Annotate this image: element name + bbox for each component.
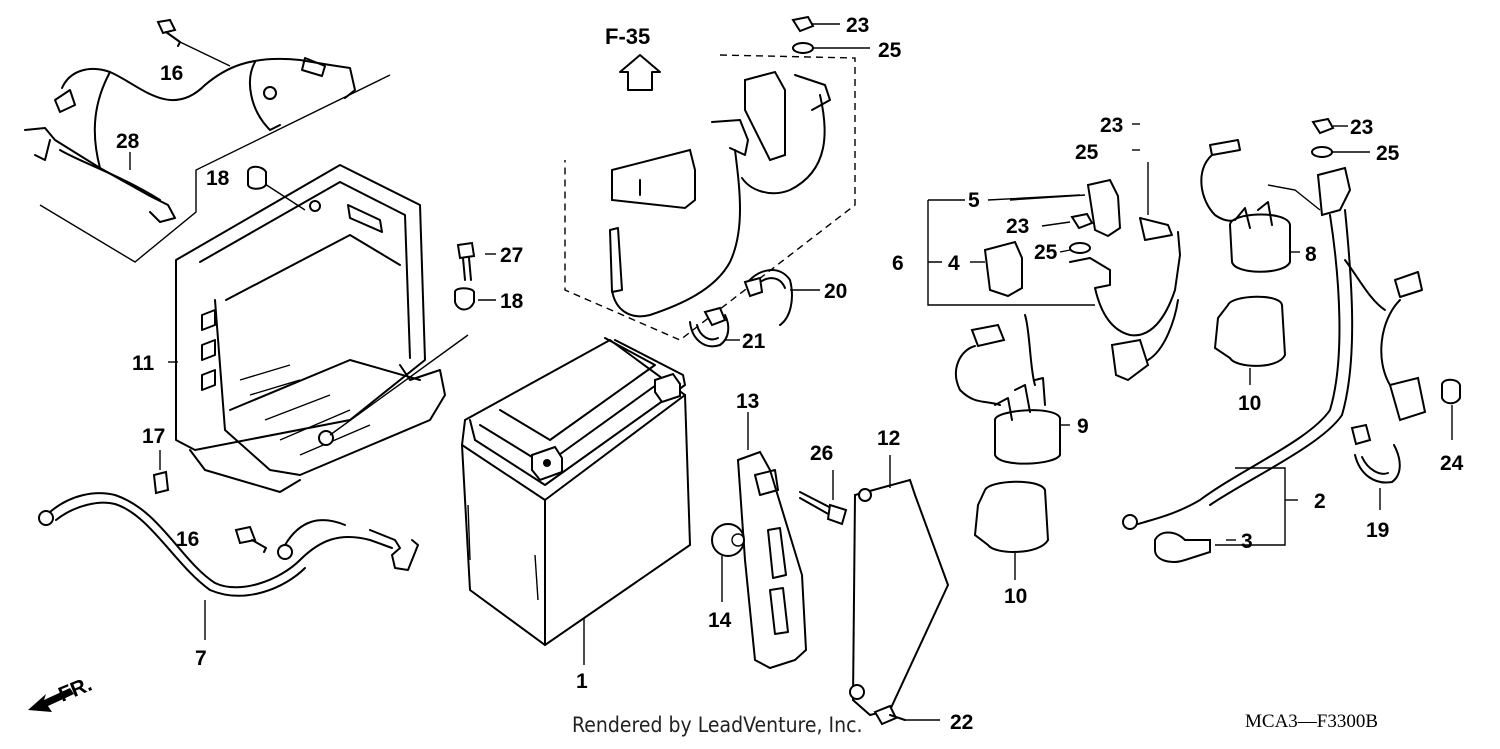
- callout-28: 28: [116, 130, 140, 153]
- relay-cover-10-lower: [973, 480, 1050, 580]
- cable-2: [1122, 166, 1427, 546]
- front-direction-arrow: FR.: [28, 673, 95, 712]
- callout-24: 24: [1440, 452, 1464, 475]
- clip-17: [152, 450, 170, 495]
- clamp-20: [743, 269, 820, 326]
- fref-arrow: [619, 54, 661, 91]
- credit-text: Rendered by LeadVenture, Inc.: [572, 713, 863, 737]
- cap-3: [1154, 531, 1211, 563]
- washer-25-right: [1311, 146, 1370, 158]
- callout-25-mid: 25: [1034, 241, 1058, 264]
- callout-23-mid: 23: [1006, 215, 1029, 238]
- callout-26: 26: [810, 442, 833, 465]
- callout-17: 17: [142, 425, 165, 448]
- bracket-13: [736, 412, 808, 670]
- nut-23-f35: [791, 15, 840, 33]
- relay-9-harness: [955, 217, 1181, 465]
- callout-23-right: 23: [1350, 116, 1373, 139]
- callout-3: 3: [1241, 530, 1253, 553]
- callout-16-bottom: 16: [176, 528, 199, 551]
- inset-harness-28: [24, 57, 391, 263]
- callout-1: 1: [576, 670, 588, 693]
- bracket-6: [927, 194, 1095, 306]
- callout-22: 22: [950, 711, 973, 734]
- callout-11: 11: [132, 352, 155, 375]
- clamp-21: [689, 306, 740, 348]
- battery-1: [460, 337, 692, 665]
- washer-25-f35: [792, 42, 870, 54]
- callout-9: 9: [1077, 415, 1089, 438]
- callout-12: 12: [877, 427, 900, 450]
- grommet-24: [1441, 378, 1461, 440]
- callout-18-top: 18: [206, 167, 230, 190]
- battery-box-11: [168, 164, 469, 493]
- section-ref: F-35: [605, 24, 650, 49]
- callout-4: 4: [948, 252, 960, 275]
- callout-23-f35: 23: [846, 14, 869, 37]
- callout-10-upper: 10: [1238, 392, 1261, 415]
- grommet-18-mid: [454, 287, 475, 311]
- grommet-14: [711, 523, 745, 602]
- nut-23-mid: [1070, 212, 1094, 230]
- callout-14: 14: [708, 609, 732, 632]
- callout-16-top: 16: [160, 62, 183, 85]
- grommet-18-top: [247, 165, 306, 211]
- plate-12: [849, 455, 950, 717]
- bolt-16-top: [156, 18, 231, 67]
- relay-8: [1200, 139, 1321, 273]
- callout-10-lower: 10: [1004, 585, 1027, 608]
- callout-25-f35: 25: [878, 39, 902, 62]
- callout-8: 8: [1305, 243, 1317, 266]
- bolt-16-bottom: [234, 525, 267, 553]
- drawing-code: MCA3—F3300B: [1245, 711, 1378, 732]
- cable-7: [38, 492, 419, 640]
- nut-23-right: [1311, 117, 1348, 135]
- callout-23-upper: 23: [1100, 114, 1123, 137]
- callout-19: 19: [1366, 519, 1389, 542]
- callout-27: 27: [500, 244, 523, 267]
- clamp-19: [1350, 423, 1401, 510]
- washer-25-mid: [1069, 242, 1091, 254]
- cover-4: [983, 240, 1023, 298]
- bolt-26: [799, 470, 848, 526]
- bolt-27: [456, 241, 476, 281]
- bolt-22: [873, 704, 940, 726]
- callout-25-upper: 25: [1075, 141, 1099, 164]
- relay-cover-10-upper: [1213, 295, 1287, 385]
- direction-label: FR.: [55, 673, 95, 707]
- callout-7: 7: [195, 647, 207, 670]
- callout-20: 20: [824, 280, 847, 303]
- callout-25-right: 25: [1376, 142, 1400, 165]
- cover-5: [1086, 178, 1122, 238]
- callout-13: 13: [736, 390, 759, 413]
- callout-2: 2: [1314, 490, 1326, 513]
- battery-cable-group: [564, 54, 856, 341]
- callout-21: 21: [742, 330, 766, 353]
- callout-6: 6: [892, 252, 904, 275]
- callout-5: 5: [968, 189, 980, 212]
- callout-18-mid: 18: [500, 290, 524, 313]
